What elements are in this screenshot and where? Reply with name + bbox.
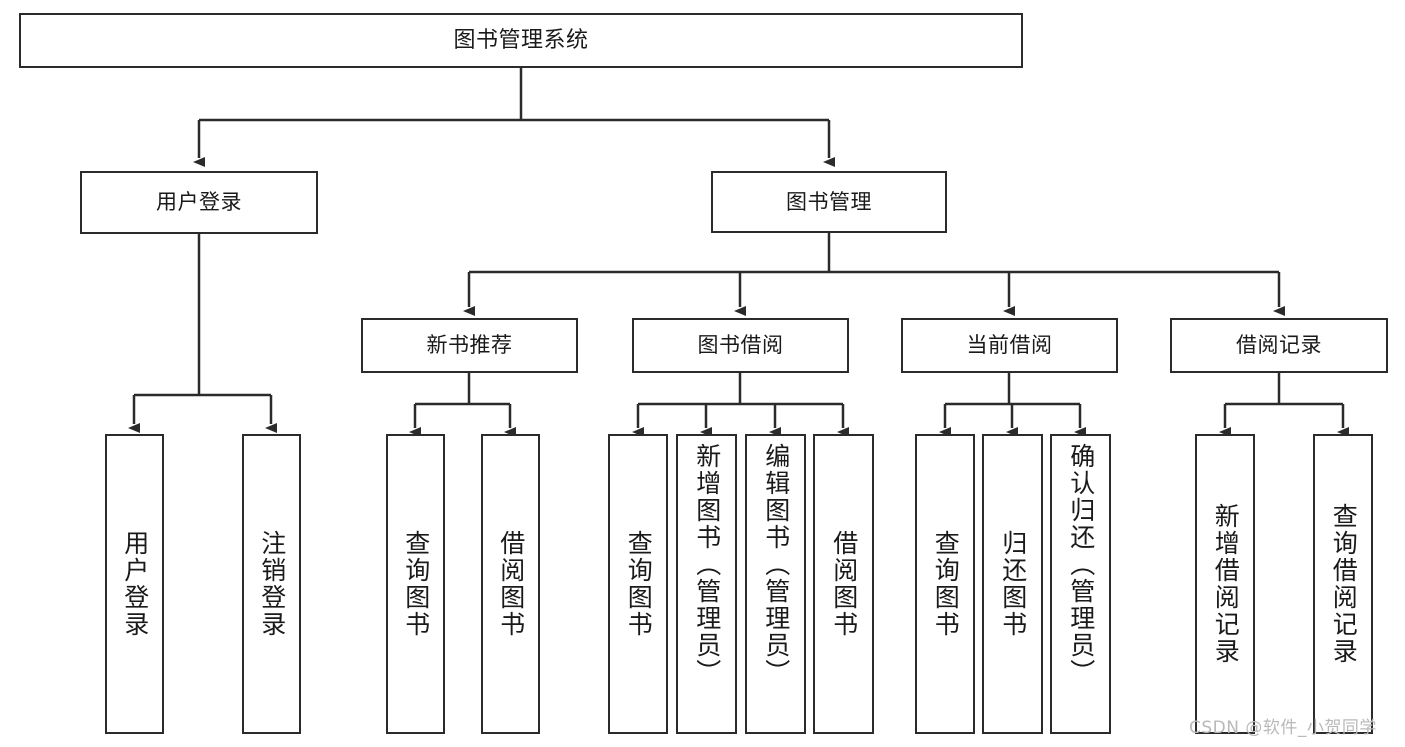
node-borrow-record[interactable]: 借阅记录 — [1170, 318, 1388, 373]
node-current-borrow[interactable]: 当前借阅 — [901, 318, 1118, 373]
leaf-borrow-edit-book-admin[interactable]: 编辑图书（管理员） — [745, 434, 806, 734]
node-label: 借阅图书 — [496, 530, 526, 638]
leaf-recommend-borrow-book[interactable]: 借阅图书 — [481, 434, 540, 734]
node-label: 查询图书 — [624, 530, 654, 638]
node-label: 借阅记录 — [1236, 333, 1322, 357]
node-label: 借阅图书 — [829, 530, 859, 638]
node-user-login[interactable]: 用户登录 — [80, 171, 318, 234]
node-label: 当前借阅 — [966, 333, 1053, 357]
node-label: 图书管理系统 — [453, 27, 589, 53]
leaf-borrow-query-book[interactable]: 查询图书 — [608, 434, 668, 734]
node-label: 用户登录 — [120, 530, 150, 638]
node-book-management[interactable]: 图书管理 — [711, 171, 947, 233]
node-label: 查询图书 — [401, 530, 431, 638]
csdn-watermark: CSDN @软件_小贺同学 — [1189, 718, 1377, 738]
node-label: 新增借阅记录 — [1211, 503, 1241, 665]
leaf-record-query-record[interactable]: 查询借阅记录 — [1313, 434, 1373, 734]
leaf-recommend-query-book[interactable]: 查询图书 — [386, 434, 445, 734]
node-label: 编辑图书（管理员） — [761, 443, 791, 686]
node-label: 确认归还（管理员） — [1066, 443, 1096, 686]
leaf-current-confirm-return-admin[interactable]: 确认归还（管理员） — [1050, 434, 1111, 734]
node-book-borrow[interactable]: 图书借阅 — [632, 318, 849, 373]
leaf-current-query-book[interactable]: 查询图书 — [915, 434, 975, 734]
node-label: 查询图书 — [931, 530, 961, 638]
node-label: 用户登录 — [156, 190, 242, 214]
node-label: 图书管理 — [786, 189, 872, 214]
node-root-system[interactable]: 图书管理系统 — [19, 13, 1023, 68]
node-label: 注销登录 — [257, 530, 287, 638]
node-label: 归还图书 — [998, 530, 1028, 638]
leaf-borrow-add-book-admin[interactable]: 新增图书（管理员） — [676, 434, 737, 734]
node-label: 图书借阅 — [697, 333, 784, 357]
node-label: 新书推荐 — [426, 333, 513, 357]
node-label: 新增图书（管理员） — [692, 443, 722, 686]
leaf-record-add-record[interactable]: 新增借阅记录 — [1195, 434, 1255, 734]
leaf-user-login-logout[interactable]: 注销登录 — [242, 434, 301, 734]
leaf-borrow-borrow-book[interactable]: 借阅图书 — [813, 434, 874, 734]
node-label: 查询借阅记录 — [1329, 503, 1359, 665]
leaf-user-login-login[interactable]: 用户登录 — [105, 434, 164, 734]
leaf-current-return-book[interactable]: 归还图书 — [982, 434, 1043, 734]
node-new-book-recommend[interactable]: 新书推荐 — [361, 318, 578, 373]
